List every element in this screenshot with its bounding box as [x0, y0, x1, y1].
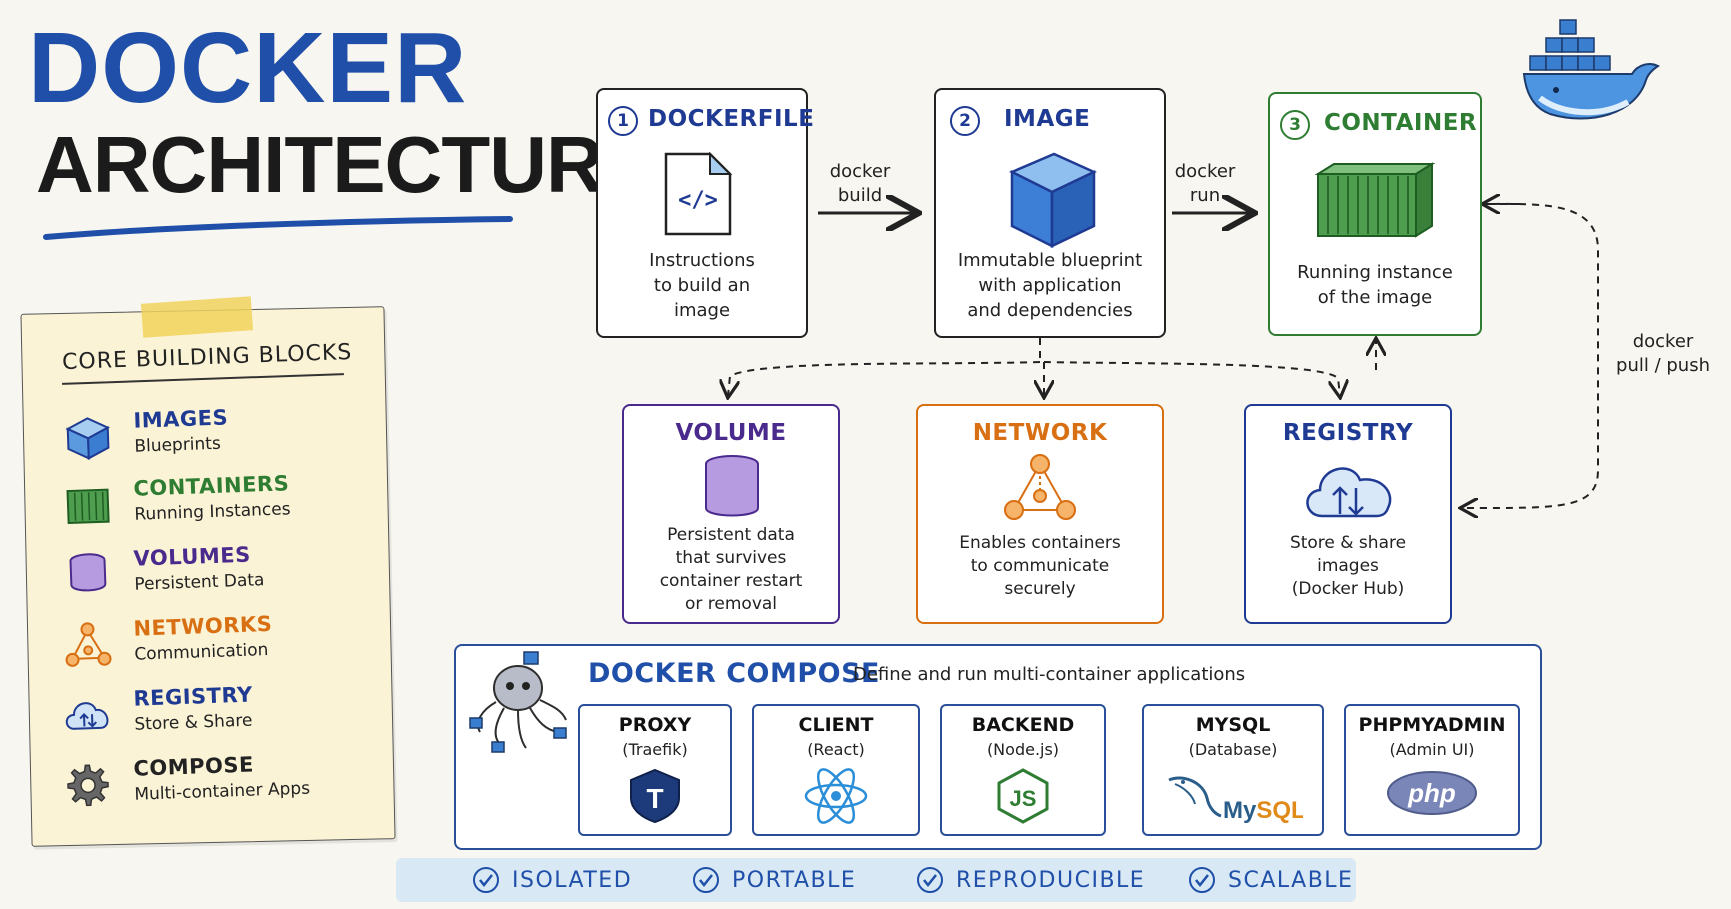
network-icon — [1004, 454, 1076, 520]
title-docker: DOCKER — [28, 12, 468, 124]
svg-text:T: T — [646, 783, 663, 814]
legend-registry: REGISTRY Store & Share — [61, 679, 363, 745]
code-file-icon: </> — [664, 152, 733, 236]
service-mysql: MYSQL (Database) MySQL — [1142, 704, 1324, 836]
legend-networks: NETWORKS Communication — [61, 609, 363, 675]
service-proxy: PROXY (Traefik) T — [578, 704, 732, 836]
feature-scalable: SCALABLE — [1188, 862, 1353, 898]
registry-title: REGISTRY — [1282, 420, 1414, 446]
svg-text:php: php — [1407, 778, 1456, 808]
nodejs-icon: JS — [997, 768, 1049, 824]
service-phpmyadmin-name: PHPMYADMIN — [1358, 714, 1506, 736]
svg-text:MySQL: MySQL — [1223, 797, 1303, 824]
svg-text:</>: </> — [678, 188, 718, 213]
network-title: NETWORK — [972, 420, 1108, 446]
legend-volumes: VOLUMES Persistent Data — [61, 539, 363, 605]
check-circle-icon — [1189, 867, 1215, 893]
cube-icon — [65, 417, 110, 460]
traefik-icon: T — [630, 768, 680, 824]
network-icon — [65, 622, 112, 667]
svg-text:JS: JS — [1010, 786, 1037, 811]
container-icon — [66, 488, 110, 525]
cloud-upload-download-icon — [1306, 467, 1392, 518]
title-architecture: ARCHITECTURE — [36, 120, 656, 209]
feature-portable-label: PORTABLE — [732, 867, 857, 893]
docker-whale-icon — [1522, 19, 1660, 120]
check-circle-icon — [693, 867, 719, 893]
php-icon: php — [1387, 771, 1477, 815]
service-client-name: CLIENT — [798, 714, 874, 736]
container-title: CONTAINER — [1324, 110, 1478, 136]
service-backend-name: BACKEND — [971, 714, 1075, 736]
step-number-2: 2 — [950, 106, 980, 136]
service-mysql-sub: (Database) — [1188, 740, 1278, 759]
service-client: CLIENT (React) — [752, 704, 920, 836]
service-proxy-name: PROXY — [618, 714, 692, 736]
legend-compose: COMPOSE Multi-container Apps — [61, 749, 363, 815]
database-icon — [69, 553, 107, 592]
step-number-3: 3 — [1280, 110, 1310, 140]
feature-scalable-label: SCALABLE — [1228, 867, 1354, 893]
feature-isolated-label: ISOLATED — [512, 867, 633, 893]
service-phpmyadmin-sub: (Admin UI) — [1389, 740, 1475, 759]
shipping-container-icon — [1314, 162, 1436, 238]
octopus-icon — [469, 651, 567, 753]
compose-desc: Define and run multi-container applicati… — [853, 664, 1246, 685]
feature-reproducible-label: REPRODUCIBLE — [956, 867, 1146, 893]
dockerfile-title: DOCKERFILE — [648, 106, 815, 132]
feature-portable: PORTABLE — [692, 862, 856, 898]
title-underline — [43, 216, 513, 240]
gear-icon — [67, 764, 109, 807]
image-title: IMAGE — [1004, 106, 1091, 132]
check-circle-icon — [917, 867, 943, 893]
service-backend-sub: (Node.js) — [986, 740, 1060, 759]
service-backend: BACKEND (Node.js) JS — [940, 704, 1106, 836]
feature-reproducible: REPRODUCIBLE — [916, 862, 1145, 898]
mysql-icon: MySQL — [1168, 776, 1303, 824]
service-mysql-name: MYSQL — [1195, 714, 1271, 736]
service-phpmyadmin: PHPMYADMIN (Admin UI) php — [1344, 704, 1520, 836]
cube-icon — [1009, 152, 1097, 249]
service-proxy-sub: (Traefik) — [622, 740, 688, 759]
compose-title: DOCKER COMPOSE — [588, 658, 881, 689]
react-icon — [804, 768, 868, 824]
feature-isolated: ISOLATED — [472, 862, 632, 898]
legend-images: IMAGES Blueprints — [61, 401, 363, 467]
service-client-sub: (React) — [807, 740, 865, 759]
legend-containers: CONTAINERS Running Instances — [61, 469, 363, 535]
step-number-1: 1 — [608, 106, 638, 136]
volume-title: VOLUME — [675, 420, 787, 446]
check-circle-icon — [473, 867, 499, 893]
database-icon — [705, 455, 759, 517]
cloud-icon — [65, 702, 109, 730]
